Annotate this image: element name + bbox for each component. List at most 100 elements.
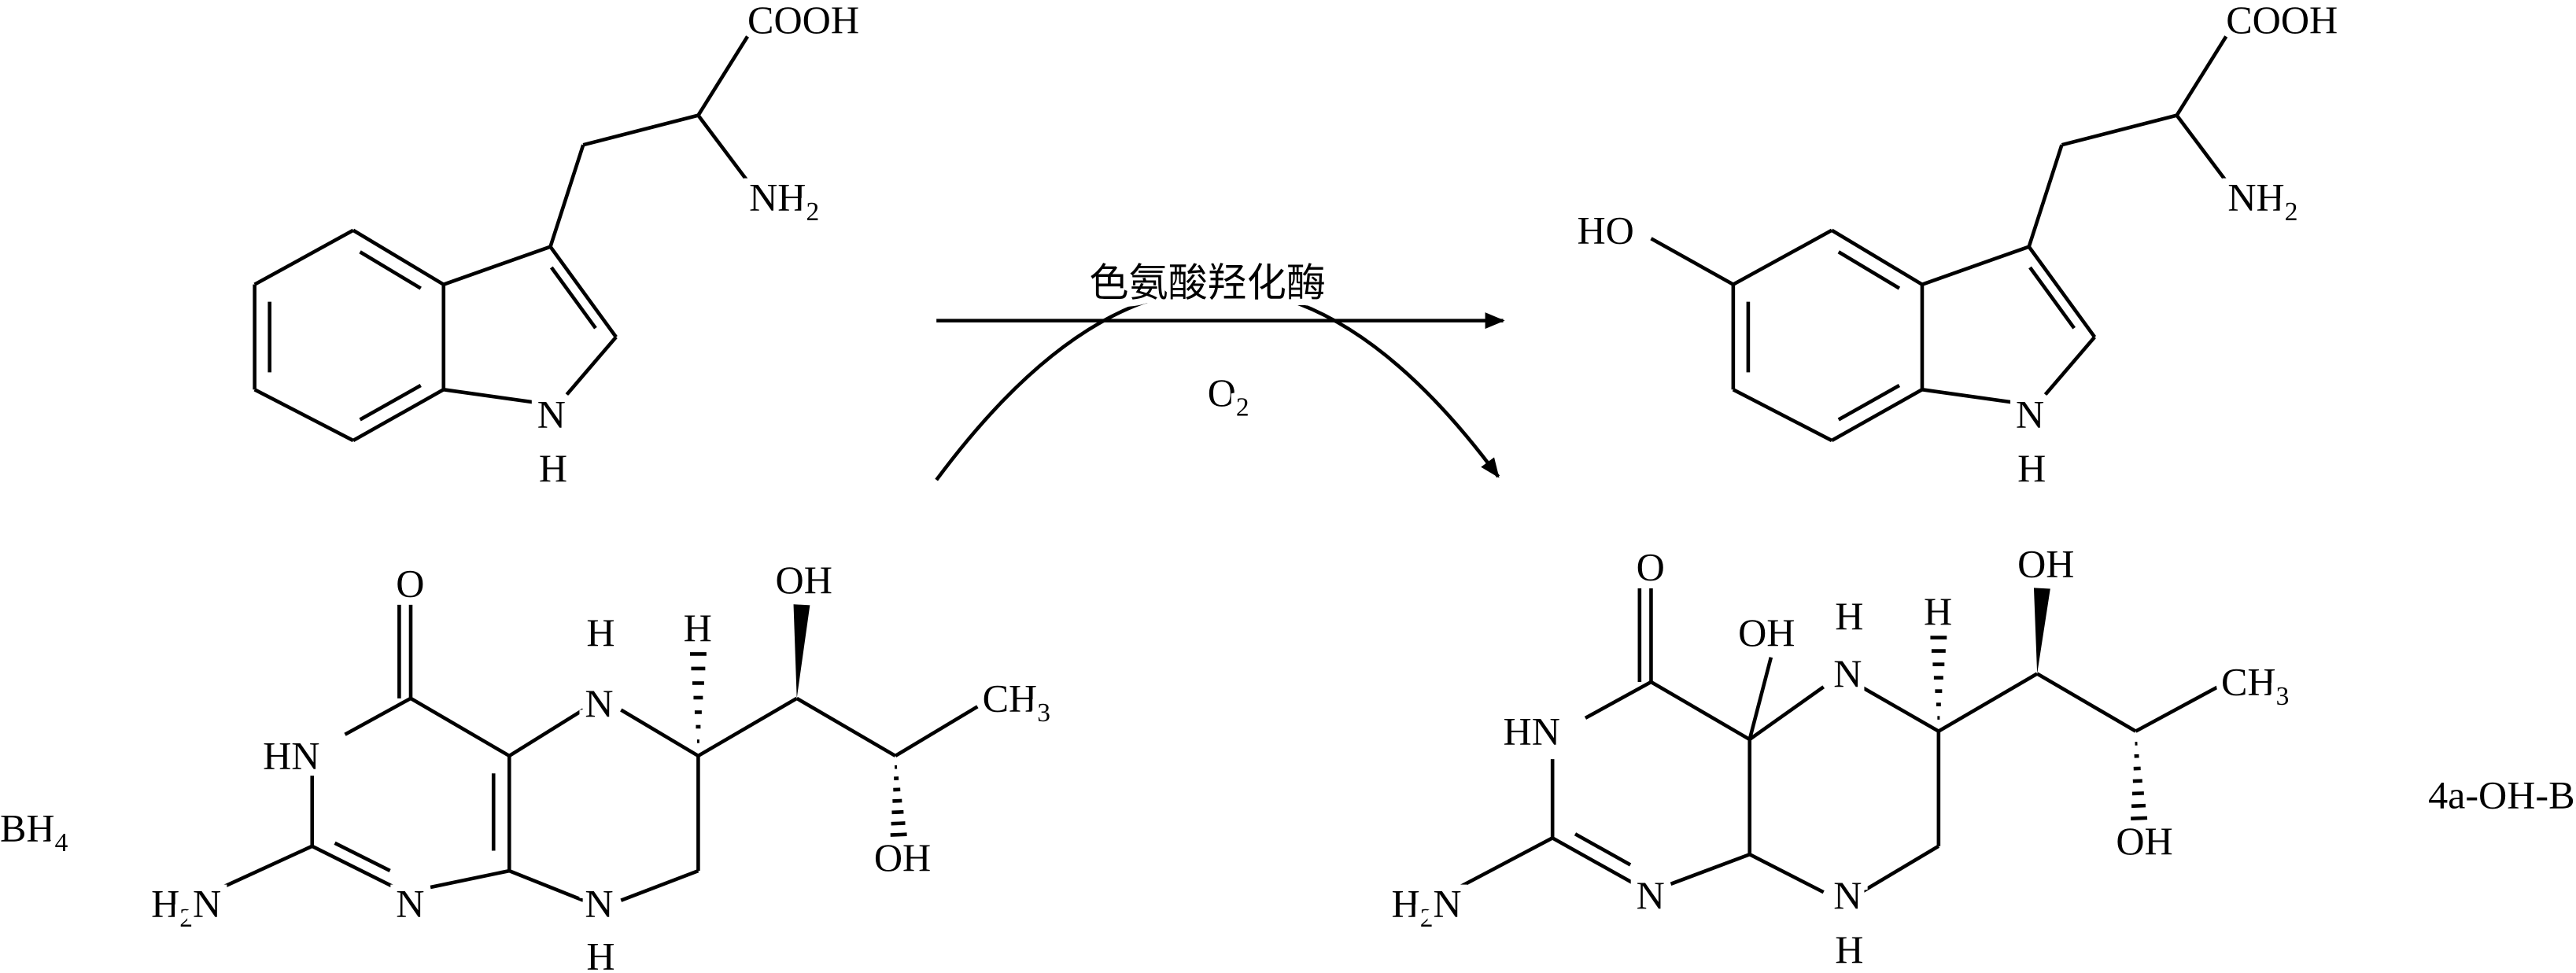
h6-label: H <box>1924 589 1952 633</box>
n1-label: N <box>396 882 424 926</box>
bond <box>2043 335 2096 396</box>
h6-label: H <box>684 606 712 650</box>
bond <box>2027 245 2097 338</box>
oxygen-label: O2 <box>1208 370 1249 422</box>
bond <box>442 245 552 286</box>
wedge-bond <box>2033 588 2050 674</box>
bond <box>2035 672 2137 733</box>
bond <box>430 868 510 890</box>
bond <box>2175 35 2228 116</box>
h5-label: H <box>1835 594 1863 638</box>
ho-label: HO <box>1577 208 1633 252</box>
cooh-label: COOH <box>747 0 859 42</box>
bond <box>253 388 354 443</box>
bond <box>1830 228 1924 286</box>
h2n-label: H2N <box>1392 882 1462 934</box>
bond <box>1747 657 1773 740</box>
bond <box>1860 844 1940 894</box>
h8-label: H <box>586 934 614 973</box>
bond <box>1732 388 1833 443</box>
4a-oh-bh4: 4a-OH-BH4 O OH HN H2N N N H N H H OH OH … <box>1385 535 2576 973</box>
h2n-label: H2N <box>151 882 221 934</box>
bond <box>508 868 585 902</box>
bond <box>1584 680 1652 720</box>
double-bond-inner <box>359 384 422 422</box>
bond <box>1921 388 2017 405</box>
bond <box>1650 680 1751 742</box>
bond <box>311 844 396 890</box>
bond <box>1670 853 1751 886</box>
cooh-label: COOH <box>2226 0 2338 42</box>
hn-label: HN <box>1504 709 1560 753</box>
bond <box>696 114 749 182</box>
double-bond-inner <box>1574 832 1632 867</box>
n5-label: N <box>1833 651 1862 695</box>
bond <box>1860 685 1939 733</box>
bond <box>1732 228 1833 286</box>
bond <box>548 144 585 248</box>
bond <box>352 228 445 286</box>
bond <box>795 696 897 757</box>
h5-label: H <box>586 610 614 654</box>
bond <box>696 35 749 116</box>
indole-n-label: N <box>2016 392 2044 436</box>
o-label: O <box>1637 545 1665 589</box>
product-name: 4a-OH-BH4 <box>2428 773 2576 825</box>
ch3-label: CH3 <box>983 676 1050 728</box>
o-label: O <box>396 561 424 605</box>
double-bond-inner <box>1837 384 1901 422</box>
oh2-label: OH <box>2116 819 2172 863</box>
nh2-label: NH2 <box>749 175 819 227</box>
n5-label: N <box>585 681 613 725</box>
bond <box>409 696 511 757</box>
bonds <box>193 35 2228 902</box>
hn-label: HN <box>263 734 319 778</box>
bond <box>620 708 699 757</box>
bond <box>565 335 618 396</box>
bond <box>1831 388 1924 443</box>
h8-label: H <box>1835 927 1863 971</box>
bond <box>582 113 699 147</box>
nh2-label: NH2 <box>2227 175 2297 227</box>
double-bond-inner <box>334 841 391 872</box>
bond <box>1552 836 1636 886</box>
bond <box>1921 245 2030 286</box>
enzyme-label: 色氨酸羟化酶 <box>1089 259 1326 305</box>
double-bond-inner <box>2028 266 2076 330</box>
tryptophan: COOH NH2 N H <box>530 0 865 497</box>
double-bond-inner <box>359 250 422 290</box>
bh4-name: BH4 <box>0 806 68 858</box>
oh1-label: OH <box>2017 541 2074 585</box>
bond <box>2135 685 2219 733</box>
hashed-bond <box>891 821 906 826</box>
bh4: BH4 O HN H2N N N H N H H OH OH CH3 <box>0 551 1057 973</box>
n8-label: N <box>585 882 613 926</box>
indole-h-label: H <box>539 446 567 490</box>
double-bond-inner <box>1837 250 1901 290</box>
oh1-label: OH <box>776 558 832 602</box>
hashed-bond <box>2131 791 2144 796</box>
bond <box>352 388 445 443</box>
wedge-bond <box>793 604 810 698</box>
bond <box>2061 113 2178 147</box>
bond <box>620 868 699 902</box>
bond <box>1748 853 1825 894</box>
bond <box>1748 685 1825 741</box>
bond <box>1433 836 1554 902</box>
bond <box>443 388 538 405</box>
indole-n-label: N <box>537 392 566 436</box>
bond <box>894 705 979 757</box>
oh2-label: OH <box>874 835 931 879</box>
bond <box>1937 672 2039 733</box>
bond <box>1650 237 1734 286</box>
bond <box>253 228 355 286</box>
bond <box>2027 144 2064 248</box>
bond <box>344 696 412 736</box>
hashed-bond <box>2131 816 2148 820</box>
bond <box>2175 114 2228 182</box>
hashed-bond <box>2131 803 2146 809</box>
bond <box>548 245 618 338</box>
hashed-bond <box>891 809 904 815</box>
double-bond-inner <box>549 266 597 330</box>
